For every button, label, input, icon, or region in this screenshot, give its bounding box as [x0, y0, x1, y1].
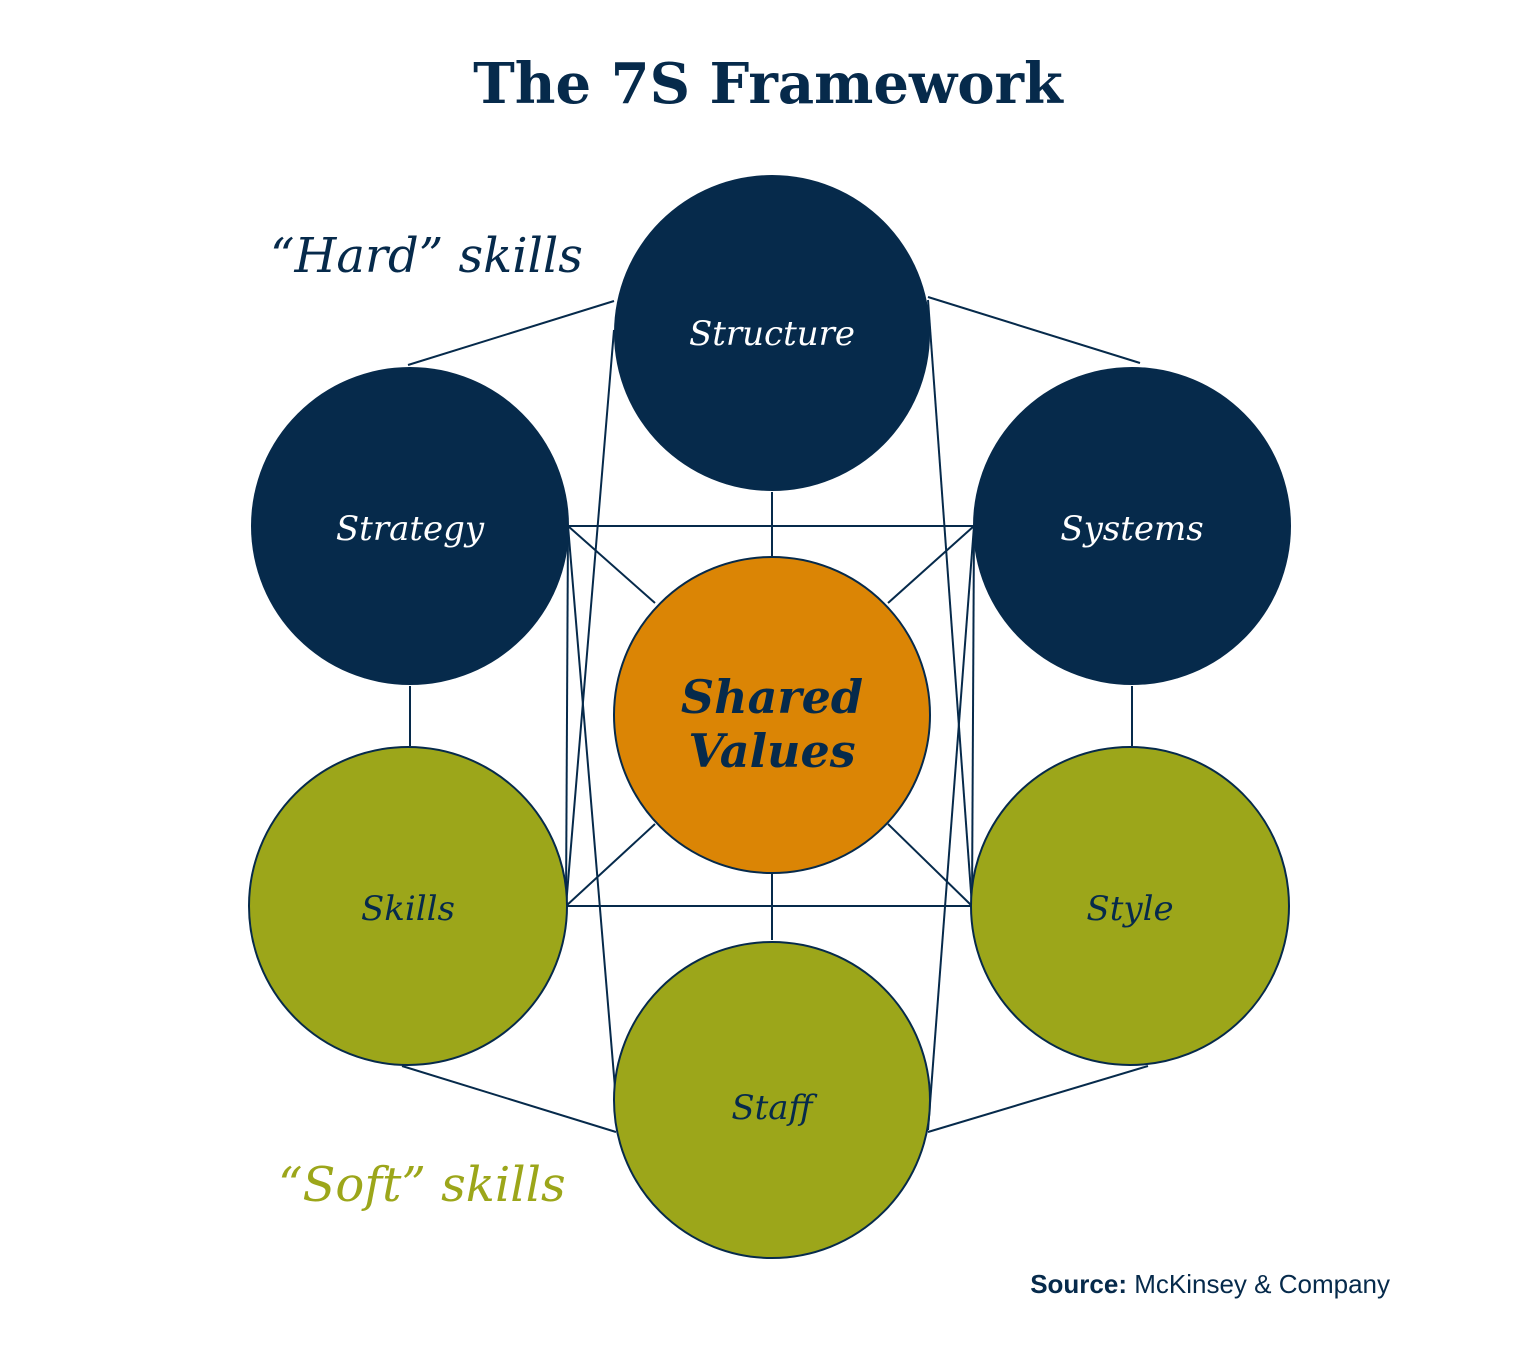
connector-structure-skills	[565, 329, 615, 907]
source-text: McKinsey & Company	[1134, 1269, 1390, 1299]
connector-structure-strategy	[407, 300, 615, 366]
connector-style-staff	[927, 1065, 1149, 1133]
label-skills: Skills	[361, 889, 455, 929]
label-shared-values-line1: Shared	[681, 670, 863, 724]
label-shared-values-line2: Values	[688, 724, 855, 778]
circle-systems	[973, 367, 1291, 685]
node-staff: Staff	[613, 941, 931, 1259]
circle-style	[970, 746, 1290, 1066]
connector-structure-style	[927, 299, 973, 907]
node-skills: Skills	[248, 746, 568, 1066]
connector-structure-systems	[927, 296, 1141, 364]
source-prefix: Source:	[1030, 1269, 1127, 1299]
source-note: Source: McKinsey & Company	[1030, 1269, 1390, 1299]
circle-structure	[614, 175, 930, 491]
node-style: Style	[970, 746, 1290, 1066]
connector-skills-center	[565, 823, 656, 907]
connector-strategy-staff	[567, 525, 617, 1101]
connector-style-center	[887, 823, 973, 907]
node-shared-values: Shared Values	[613, 556, 931, 874]
connector-systems-style-inner	[971, 525, 975, 907]
label-strategy: Strategy	[336, 509, 485, 549]
connector-strategy-skills-inner	[565, 525, 569, 907]
connector-systems-center	[887, 525, 975, 604]
diagram-title: The 7S Framework	[473, 51, 1064, 117]
node-strategy: Strategy	[251, 367, 569, 685]
connector-strategy-center	[567, 525, 656, 604]
label-staff: Staff	[731, 1088, 817, 1128]
soft-skills-label: “Soft” skills	[278, 1157, 566, 1213]
hard-skills-label: “Hard” skills	[270, 228, 583, 284]
label-systems: Systems	[1060, 509, 1203, 549]
node-structure: Structure	[614, 175, 930, 491]
node-systems: Systems	[973, 367, 1291, 685]
label-style: Style	[1086, 889, 1173, 929]
source-separator	[1127, 1269, 1134, 1299]
circle-staff	[613, 941, 931, 1259]
circle-skills	[248, 746, 568, 1066]
connector-lines	[401, 296, 1149, 1133]
connector-skills-staff	[401, 1065, 617, 1133]
circle-shared-values	[613, 556, 931, 874]
connector-systems-staff	[927, 525, 975, 1131]
circle-strategy	[251, 367, 569, 685]
label-structure: Structure	[689, 314, 855, 354]
